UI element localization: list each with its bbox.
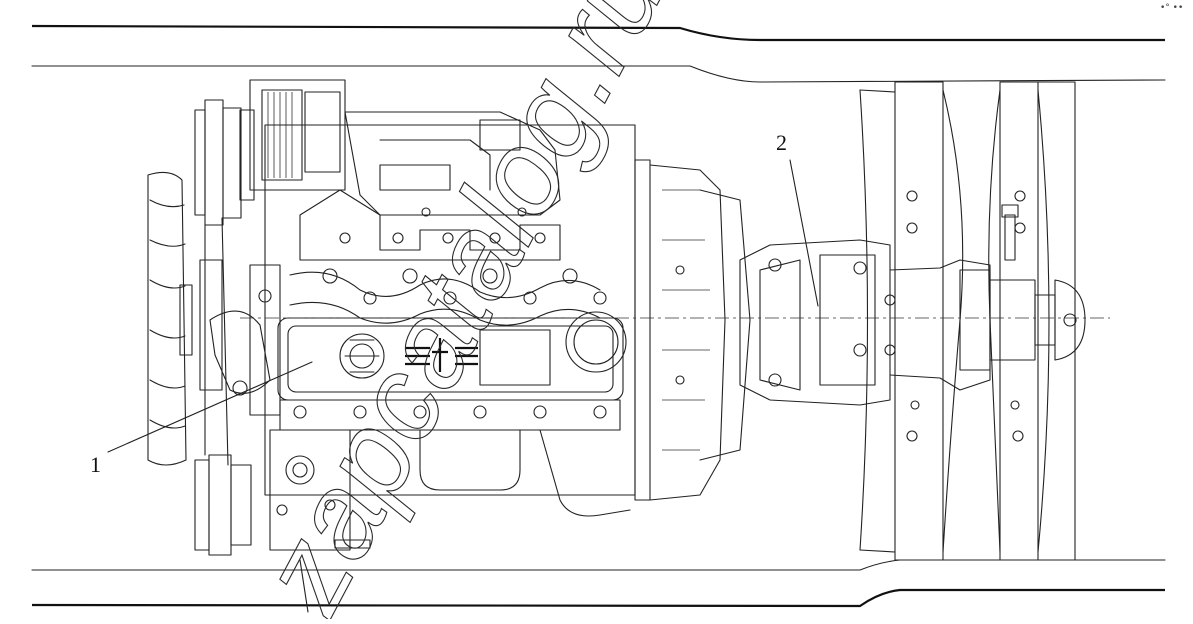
svg-text:zapcatalog.ru: zapcatalog.ru <box>234 0 691 619</box>
frame-rails <box>31 24 1166 608</box>
callout-label-1: 1 <box>90 452 101 477</box>
watermark: zapcatalog.ru <box>234 0 692 624</box>
leader-line-bottom <box>299 559 309 613</box>
output-flange <box>989 204 1086 361</box>
cooling-fan <box>147 171 193 466</box>
callout-label-2: 2 <box>776 130 787 155</box>
gearbox <box>739 239 991 406</box>
cross-member <box>859 81 1076 561</box>
corner-mark: •° •• <box>1160 3 1183 13</box>
flywheel-housing <box>634 159 751 501</box>
manufacturer-logo <box>405 338 478 372</box>
engine-block <box>209 111 636 551</box>
callout-1: 1 <box>90 361 313 477</box>
front-pulleys <box>194 99 252 556</box>
alternator <box>239 79 346 201</box>
callout-2: 2 <box>776 130 819 307</box>
